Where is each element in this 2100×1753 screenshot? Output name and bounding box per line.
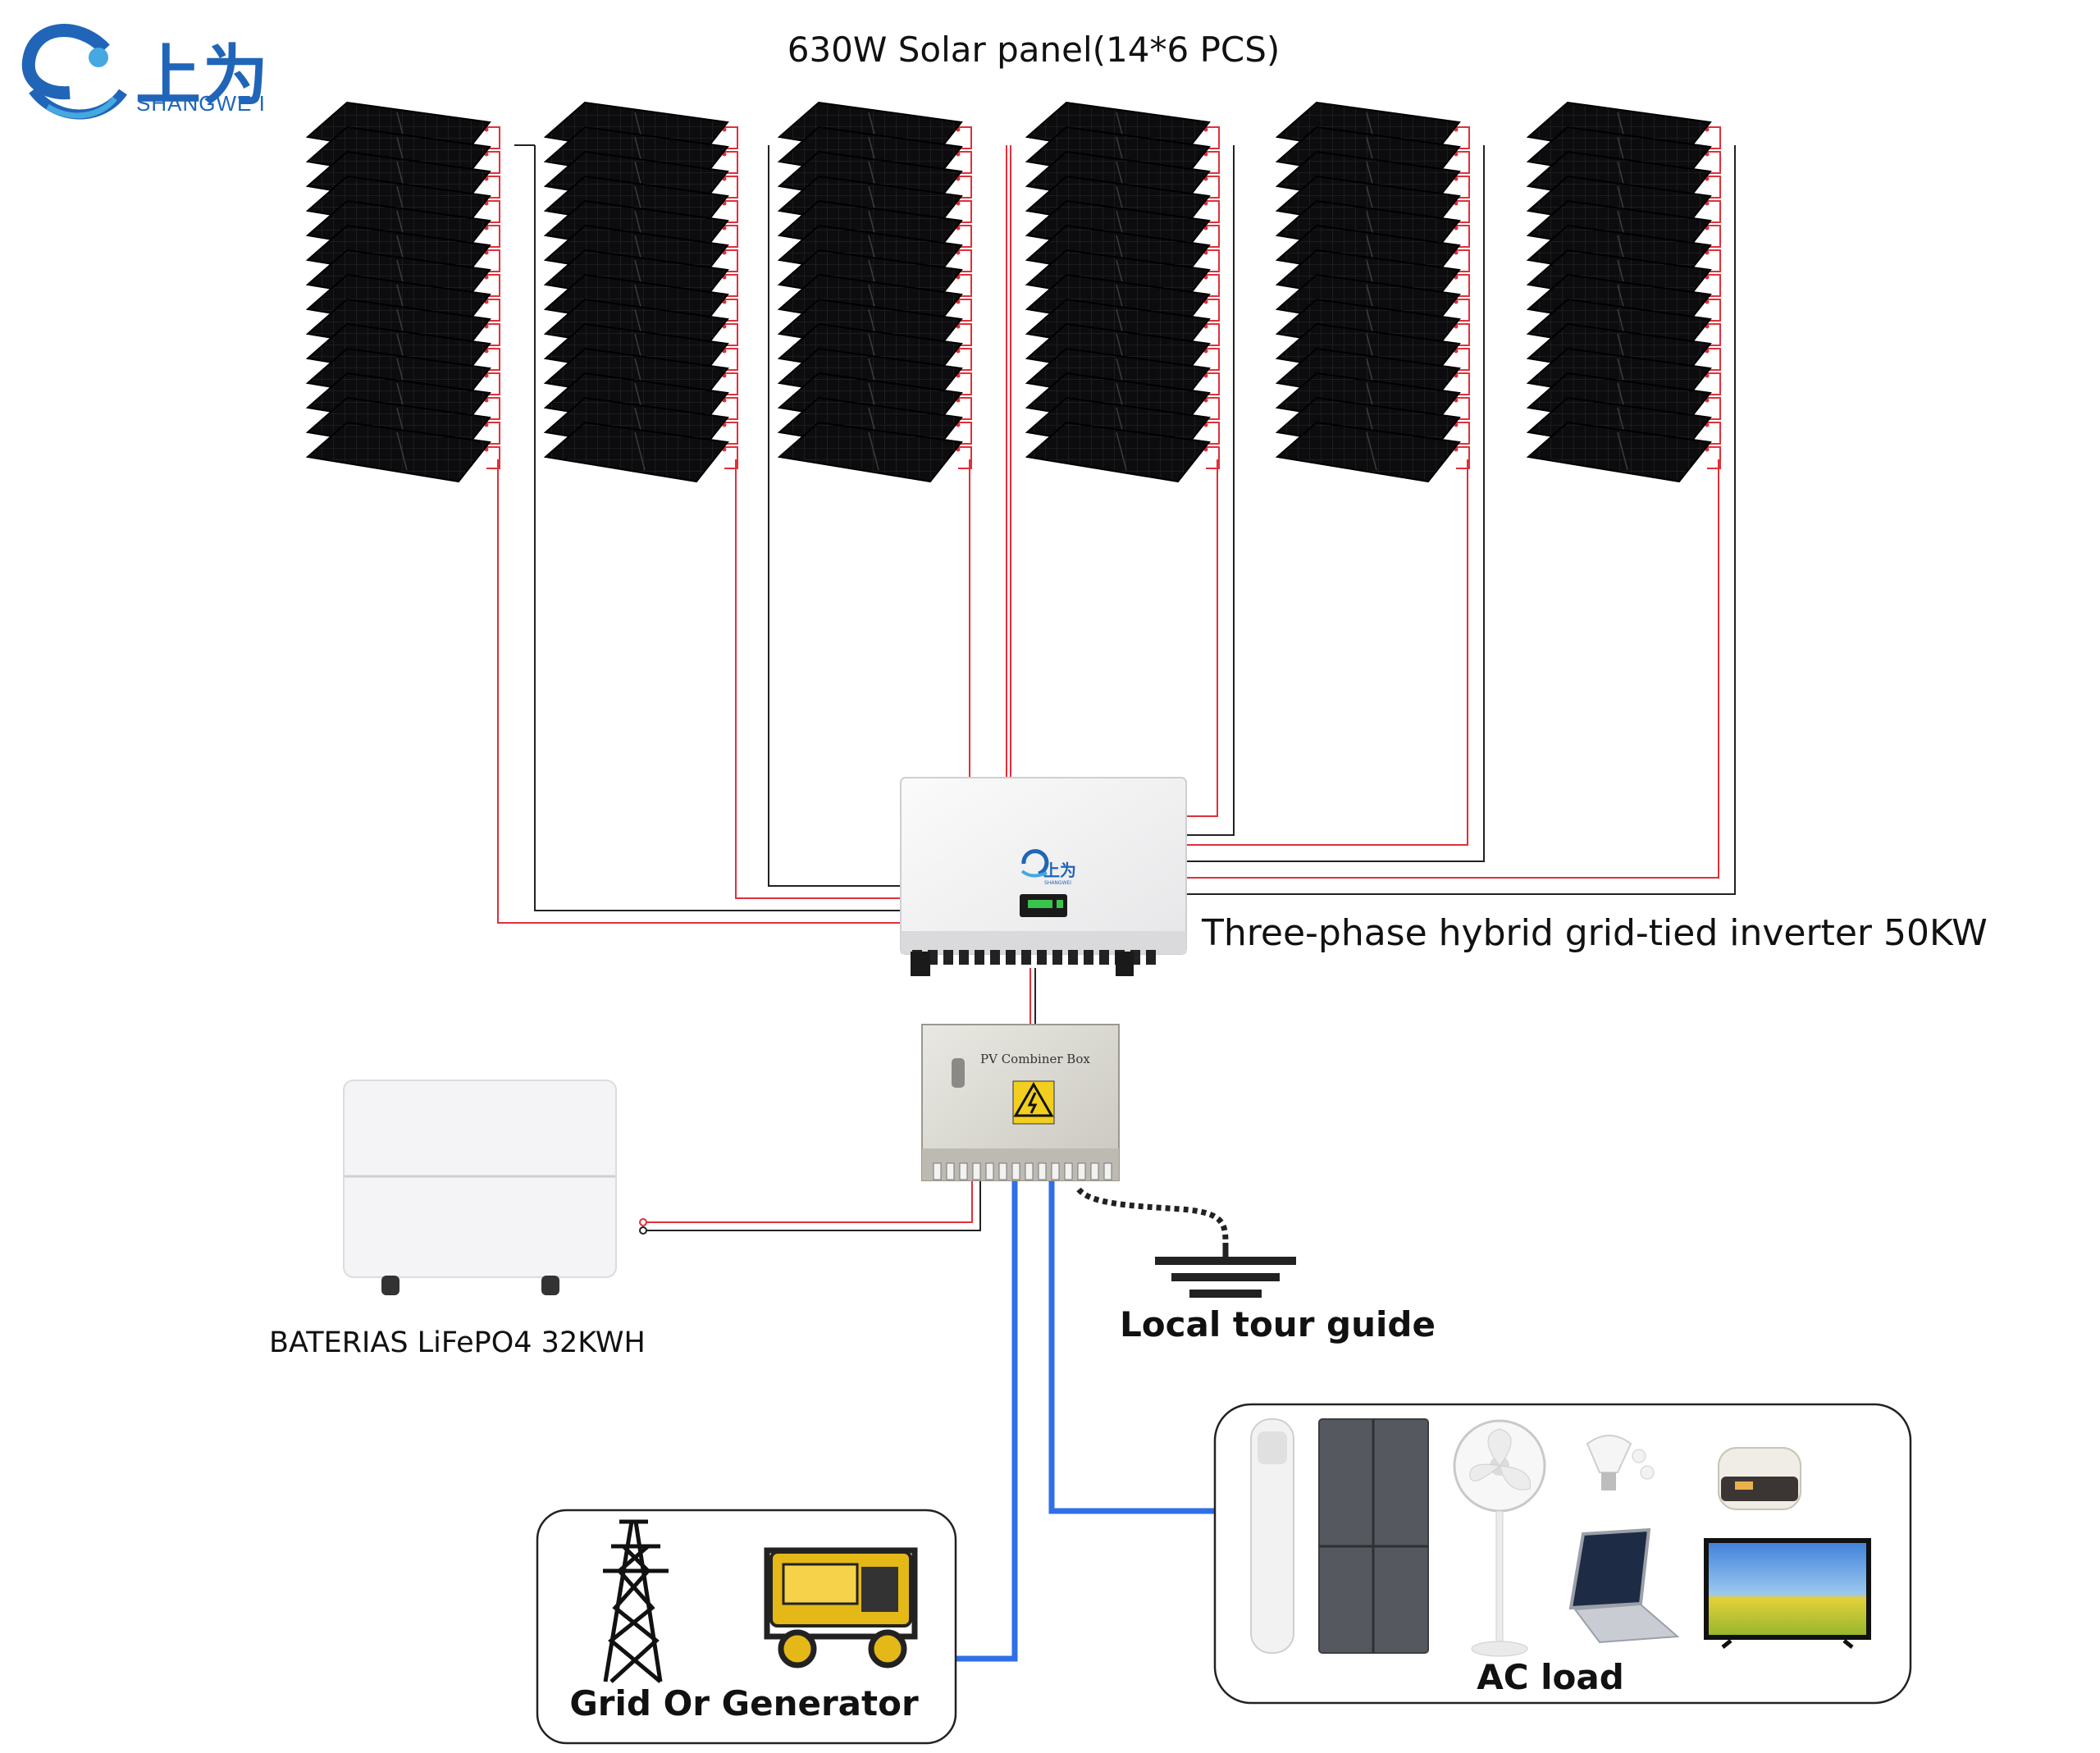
laptop-icon xyxy=(1568,1527,1680,1644)
battery-wheel-icon xyxy=(541,1276,559,1295)
solar-panel-array xyxy=(305,101,1712,483)
solar-string xyxy=(305,101,491,483)
cable-gland xyxy=(933,1162,942,1180)
solar-string xyxy=(1526,101,1712,483)
inverter-connector xyxy=(943,950,953,965)
ac-load-panel xyxy=(1213,1403,1912,1705)
cable-gland xyxy=(1077,1162,1086,1180)
ac-load-label: AC load xyxy=(1477,1657,1624,1697)
solar-panel xyxy=(1275,421,1461,483)
fan-icon xyxy=(1453,1419,1546,1657)
inverter-connectors xyxy=(911,950,1156,976)
combiner-lock-icon xyxy=(952,1058,965,1088)
battery-terminal xyxy=(639,1226,647,1235)
warning-icon xyxy=(1012,1080,1055,1125)
solar-string xyxy=(543,101,729,483)
battery-wheel-icon xyxy=(381,1276,399,1295)
solar-panel xyxy=(1025,421,1211,483)
ground-label: Local tour guide xyxy=(1120,1304,1436,1344)
bulb-icon xyxy=(1586,1435,1655,1491)
cable-gland xyxy=(972,1162,981,1180)
solar-panel xyxy=(777,421,963,483)
cable-gland xyxy=(985,1162,994,1180)
cable-gland xyxy=(1051,1162,1060,1180)
inverter-connector xyxy=(1146,950,1156,965)
solar-panel xyxy=(1526,421,1712,483)
inverter-connector xyxy=(1052,950,1062,965)
inverter-connector xyxy=(1099,950,1109,965)
cable-gland xyxy=(1038,1162,1047,1180)
inverter-connector xyxy=(1021,950,1031,965)
refrigerator-icon xyxy=(1318,1418,1429,1654)
solar-panel xyxy=(543,421,729,483)
brand-logo-icon xyxy=(21,24,127,120)
solar-string xyxy=(777,101,963,483)
combiner-box-label: PV Combiner Box xyxy=(980,1052,1090,1066)
cable-gland xyxy=(1025,1162,1034,1180)
grid-ac-wire xyxy=(956,1181,1018,1662)
cable-gland xyxy=(959,1162,968,1180)
cable-gland xyxy=(946,1162,955,1180)
cable-gland xyxy=(998,1162,1007,1180)
inverter-connector xyxy=(959,950,969,965)
inverter-connector xyxy=(1068,950,1078,965)
inverter-connector xyxy=(1116,952,1134,976)
grid-generator-panel xyxy=(536,1509,957,1745)
ground-icon xyxy=(1076,1187,1296,1298)
solar-panel-title: 630W Solar panel(14*6 PCS) xyxy=(787,30,1281,70)
combiner-cable-glands xyxy=(933,1162,1112,1180)
tv-icon xyxy=(1704,1538,1871,1649)
cable-gland xyxy=(1103,1162,1112,1180)
battery-label: BATERIAS LiFePO4 32KWH xyxy=(269,1326,646,1359)
cable-gland xyxy=(1064,1162,1073,1180)
inverter-connector xyxy=(1037,950,1047,965)
battery-terminal xyxy=(639,1218,647,1226)
combiner-box xyxy=(921,1024,1120,1181)
solar-string xyxy=(1275,101,1461,483)
load-ac-wire xyxy=(1048,1181,1215,1514)
cable-gland xyxy=(1090,1162,1099,1180)
inverter-connector xyxy=(990,950,1000,965)
inverter-logo-icon xyxy=(1020,849,1049,878)
inverter-connector xyxy=(975,950,984,965)
inverter-connector xyxy=(1006,950,1016,965)
air-conditioner-icon xyxy=(1250,1418,1294,1654)
inverter-connector xyxy=(911,952,930,976)
inverter: 上为 SHANGWEI xyxy=(900,777,1187,976)
battery xyxy=(343,1080,617,1295)
grid-generator-label: Grid Or Generator xyxy=(569,1683,919,1723)
transmission-tower-icon xyxy=(603,1519,669,1683)
inverter-label: Three-phase hybrid grid-tied inverter 50… xyxy=(1202,912,1988,954)
generator-icon xyxy=(764,1547,918,1669)
inverter-logo-text: 上为 xyxy=(1043,861,1076,880)
solar-string xyxy=(1025,101,1211,483)
inverter-connector xyxy=(1084,950,1093,965)
brand-name: 上为 xyxy=(135,38,270,114)
solar-panel xyxy=(305,421,491,483)
brand-name-en: SHANGWE I xyxy=(136,91,266,116)
cable-gland xyxy=(1011,1162,1020,1180)
rice-cooker-icon xyxy=(1718,1447,1801,1510)
inverter-logo-sub: SHANGWEI xyxy=(1044,880,1071,886)
